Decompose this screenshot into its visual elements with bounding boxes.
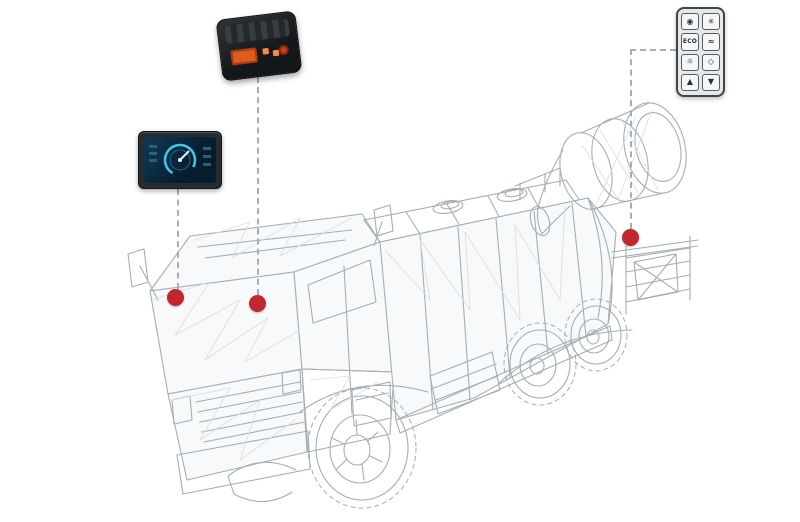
- rear-tire-2: [570, 305, 622, 365]
- cannon-lattice: [581, 109, 659, 206]
- down-button: ▼: [702, 73, 720, 91]
- controller-connector: [230, 47, 258, 66]
- controller-ridges: [224, 18, 291, 44]
- spray-button: ≈: [702, 33, 720, 51]
- down-arrow-icon: ▼: [707, 77, 715, 87]
- chassis-rails: [395, 325, 613, 434]
- rear-tire-1: [509, 329, 571, 399]
- rear-tire-2-tread: [564, 298, 628, 372]
- grille-slats: [195, 381, 306, 443]
- rear-rim-1: [519, 343, 557, 387]
- controller-knob: [278, 44, 290, 56]
- cannon-front-ring: [559, 132, 613, 210]
- mesh-windshield: [151, 281, 301, 364]
- gauge-icon: [149, 143, 211, 177]
- rear-hub-2: [586, 329, 600, 345]
- connector-controller: [257, 77, 259, 295]
- up-arrow-icon: ▲: [686, 77, 694, 87]
- connector-display: [177, 189, 179, 289]
- mesh-tank: [384, 204, 566, 322]
- up-button: ▲: [681, 73, 699, 91]
- right-mirror: [373, 204, 394, 247]
- mesh-side: [309, 375, 379, 412]
- rear-wheel-arch: [497, 329, 633, 385]
- rear-rim-2: [578, 318, 610, 354]
- controller-led-1: [262, 47, 270, 55]
- cannon-outer-ring: [623, 102, 687, 194]
- rear-box: [633, 253, 679, 301]
- eco-label: ECO: [682, 37, 698, 45]
- door-window: [307, 259, 377, 324]
- display-device: [138, 131, 222, 189]
- connector-keypad-horizontal: [630, 49, 676, 51]
- eco-button: ECO: [681, 33, 699, 51]
- mount-point-keypad[interactable]: [622, 229, 639, 246]
- controller-device: [215, 10, 303, 82]
- tank-side: [379, 197, 617, 421]
- display-screen: [144, 137, 216, 183]
- front-rim: [329, 414, 391, 484]
- mount-point-display[interactable]: [167, 289, 184, 306]
- connector-keypad-vertical: [630, 49, 632, 229]
- front-tire: [315, 395, 409, 501]
- fuel-tank: [429, 351, 501, 415]
- front-tire-tread: [307, 387, 417, 509]
- keypad-device: ◉ ✳ ECO ≈ ☼ ◇ ▲ ▼: [676, 7, 725, 97]
- tank-deck-ties: [363, 179, 581, 243]
- left-mirror: [127, 248, 159, 301]
- cab-step: [351, 381, 392, 427]
- mode-icon: ◇: [707, 57, 715, 67]
- mode-button: ◇: [702, 53, 720, 71]
- rear-hub-1: [529, 357, 545, 375]
- front-hub: [343, 434, 371, 466]
- cab-roof-ribs: [197, 229, 353, 259]
- manhole-1: [432, 200, 464, 214]
- rear-tire-1-tread: [503, 322, 577, 406]
- manhole-2: [496, 188, 528, 202]
- cannon-nozzle: [529, 205, 551, 237]
- front-spokes: [331, 419, 383, 481]
- front-wheel-arch: [299, 384, 429, 413]
- tank-ribs: [419, 202, 587, 411]
- fan-icon: ✳: [707, 16, 715, 26]
- mount-point-controller[interactable]: [249, 295, 266, 312]
- bumper: [176, 430, 311, 495]
- cannon-mouth: [634, 112, 682, 182]
- rear-ladder: [625, 235, 691, 315]
- tank-rear-cap: [587, 197, 613, 325]
- mesh-front: [171, 387, 296, 462]
- power-button: ◉: [681, 13, 699, 31]
- rear-arm: [611, 239, 699, 259]
- farside-wheel: [227, 461, 297, 503]
- spray-icon: ≈: [707, 36, 715, 46]
- light-icon: ☼: [686, 57, 694, 67]
- cannon-cone: [536, 149, 571, 235]
- mesh-roof: [194, 216, 353, 260]
- manhole-1-cap: [440, 200, 460, 210]
- cab-lower-side: [301, 368, 395, 453]
- fan-button: ✳: [702, 13, 720, 31]
- light-button: ☼: [681, 53, 699, 71]
- deck-railing: [514, 167, 561, 201]
- manhole-2-cap: [504, 188, 524, 198]
- cannon-barrel-lines: [580, 102, 665, 210]
- power-icon: ◉: [686, 16, 694, 26]
